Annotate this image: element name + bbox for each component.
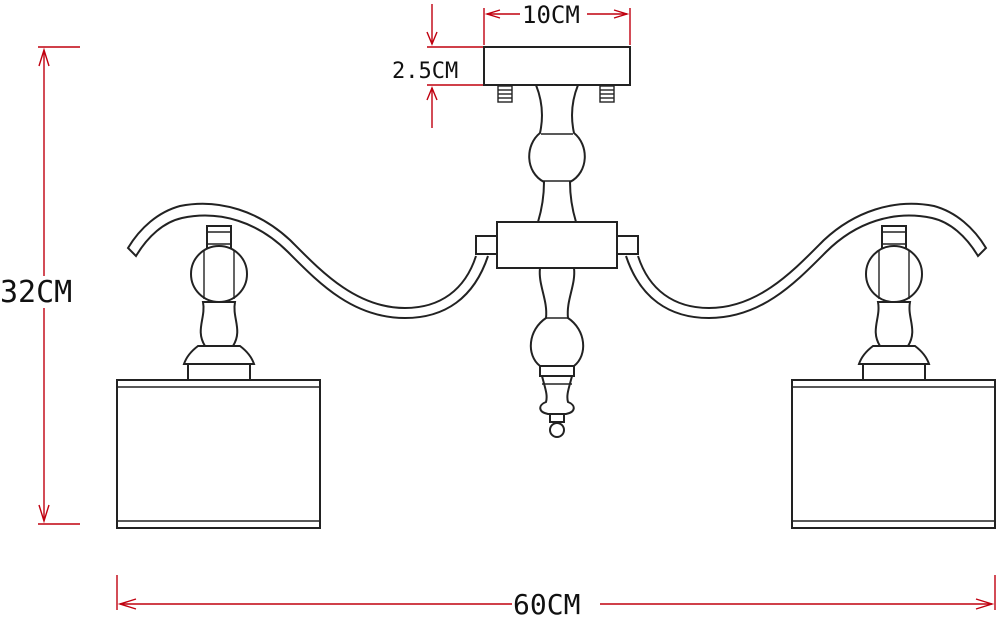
hub-stub-left (475, 235, 498, 255)
canopy-screw-left (497, 85, 513, 103)
central-hub (496, 221, 618, 269)
width-dimension: 60CM (116, 575, 996, 621)
right-lamp-shade (791, 379, 996, 529)
left-lamp-shade (116, 379, 321, 529)
hub-stub-right (616, 235, 639, 255)
height-label: 32CM (0, 275, 72, 310)
width-label: 60CM (513, 588, 580, 621)
right-lamp-holder (857, 225, 931, 381)
left-arm (126, 202, 489, 320)
canopy-height-dimension: 2.5CM (392, 4, 484, 128)
height-dimension: 32CM (0, 46, 80, 525)
canopy-width-label: 10CM (522, 1, 580, 29)
canopy-height-label: 2.5CM (392, 59, 458, 84)
canopy-screw-right (599, 85, 615, 103)
canopy-width-dimension: 10CM (483, 1, 631, 45)
chandelier (116, 46, 996, 529)
ceiling-canopy (483, 46, 631, 86)
left-lamp-holder (182, 225, 256, 381)
finial-ball (549, 422, 565, 438)
right-arm (625, 202, 988, 320)
finial (539, 366, 575, 423)
upper-stem (528, 84, 586, 223)
lower-stem (529, 267, 585, 367)
